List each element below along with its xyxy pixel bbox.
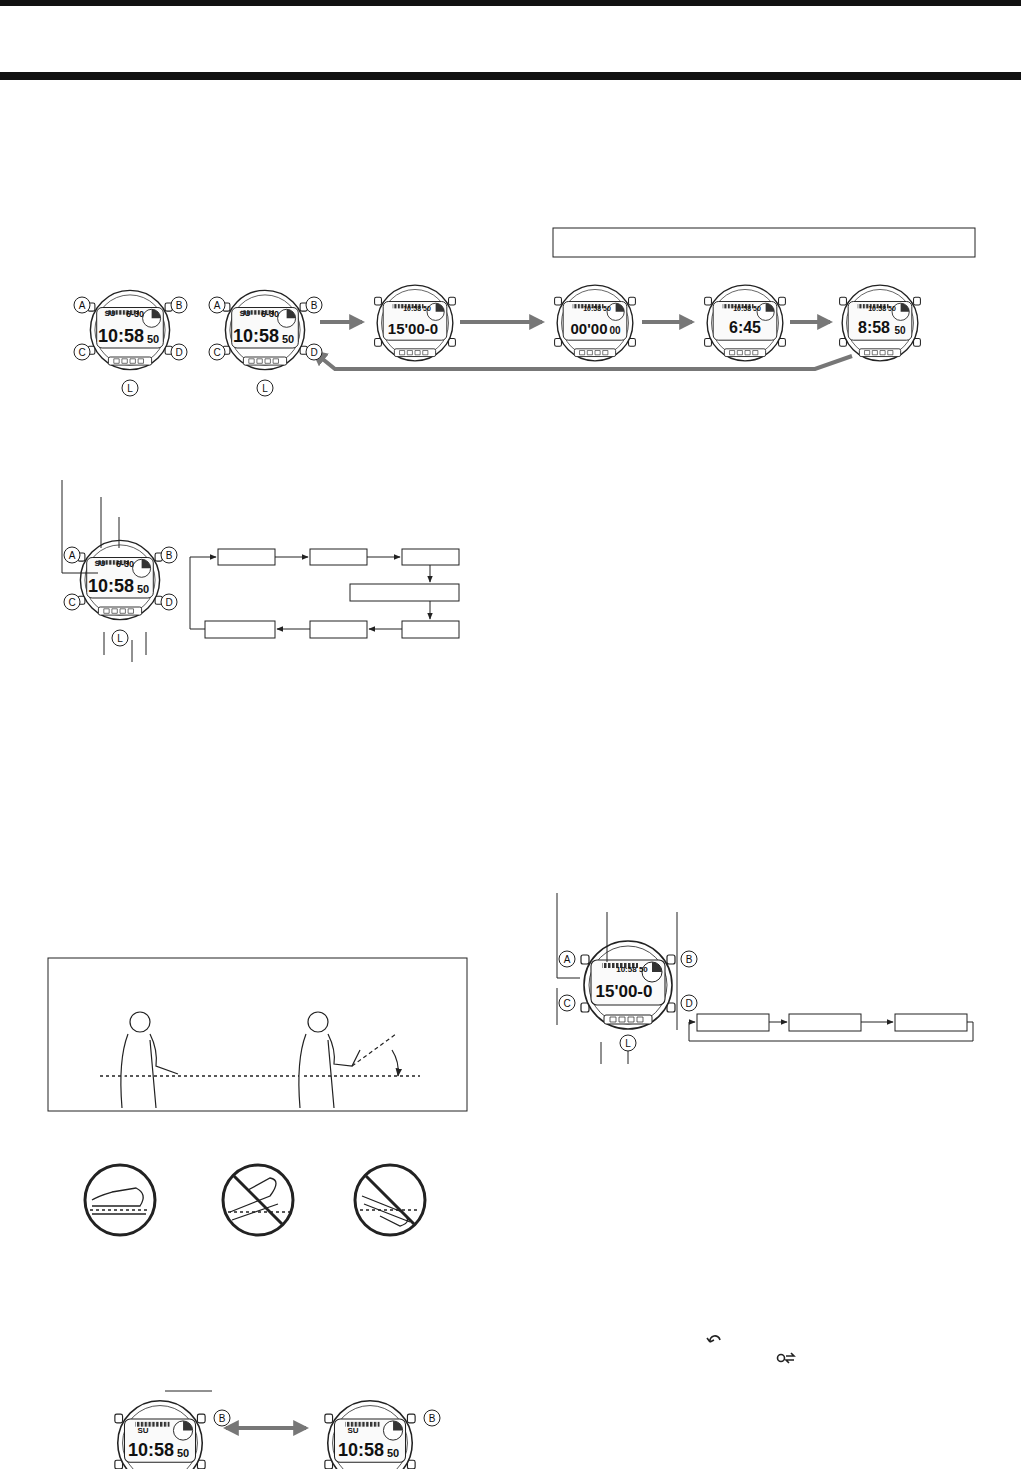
display-digits: SU	[137, 1427, 148, 1435]
display-digits: 8:58	[858, 320, 890, 336]
button-label: B	[681, 951, 698, 968]
display-digits: SU	[239, 310, 250, 318]
display-digits: 6:45	[729, 320, 761, 336]
display-digits: 15'00-0	[596, 983, 653, 1000]
button-label: D	[161, 594, 178, 611]
display-digits: 10:58	[98, 327, 144, 345]
button-label: C	[74, 344, 91, 361]
display-digits: 50	[177, 1448, 189, 1459]
display-digits: 50	[894, 326, 905, 336]
button-label: B	[306, 297, 323, 314]
display-digits: 50	[387, 1448, 399, 1459]
button-label: L	[112, 630, 129, 647]
display-digits: 50	[137, 584, 149, 595]
display-digits: 50	[147, 334, 159, 345]
button-label: C	[209, 344, 226, 361]
display-digits: 00	[609, 326, 620, 336]
button-label: A	[559, 951, 576, 968]
button-label: A	[209, 297, 226, 314]
display-digits: 6-30	[116, 560, 134, 569]
button-label: B	[171, 297, 188, 314]
display-digits: 10:58 50	[616, 966, 648, 974]
button-label: A	[64, 547, 81, 564]
button-label: B	[161, 547, 178, 564]
display-digits: 10:58 50	[403, 305, 431, 312]
display-digits: 10:58	[338, 1441, 384, 1459]
display-digits: 10:58	[233, 327, 279, 345]
button-label: B	[424, 1410, 441, 1427]
display-digits: 10:58	[88, 577, 134, 595]
button-label: C	[559, 995, 576, 1012]
button-label: D	[306, 344, 323, 361]
button-label: C	[64, 594, 81, 611]
button-label: L	[620, 1035, 637, 1052]
display-digits: 6-30	[126, 310, 144, 319]
button-label: D	[681, 995, 698, 1012]
display-digits: 10:58 50	[733, 305, 761, 312]
display-digits: 10:58 50	[868, 305, 896, 312]
button-label: A	[74, 297, 91, 314]
display-digits: 15'00-0	[388, 321, 438, 336]
button-label: L	[122, 380, 139, 397]
display-digits: 50	[282, 334, 294, 345]
display-digits: 10:58 50	[583, 305, 611, 312]
display-digits: 10:58	[128, 1441, 174, 1459]
button-label: L	[257, 380, 274, 397]
display-digits: SU	[347, 1427, 358, 1435]
display-digits: SU	[94, 560, 105, 568]
display-digits: 00'00	[571, 321, 608, 336]
display-digits: SU	[104, 310, 115, 318]
button-label: B	[214, 1410, 231, 1427]
display-digits: 6-30	[261, 310, 279, 319]
button-label: D	[171, 344, 188, 361]
